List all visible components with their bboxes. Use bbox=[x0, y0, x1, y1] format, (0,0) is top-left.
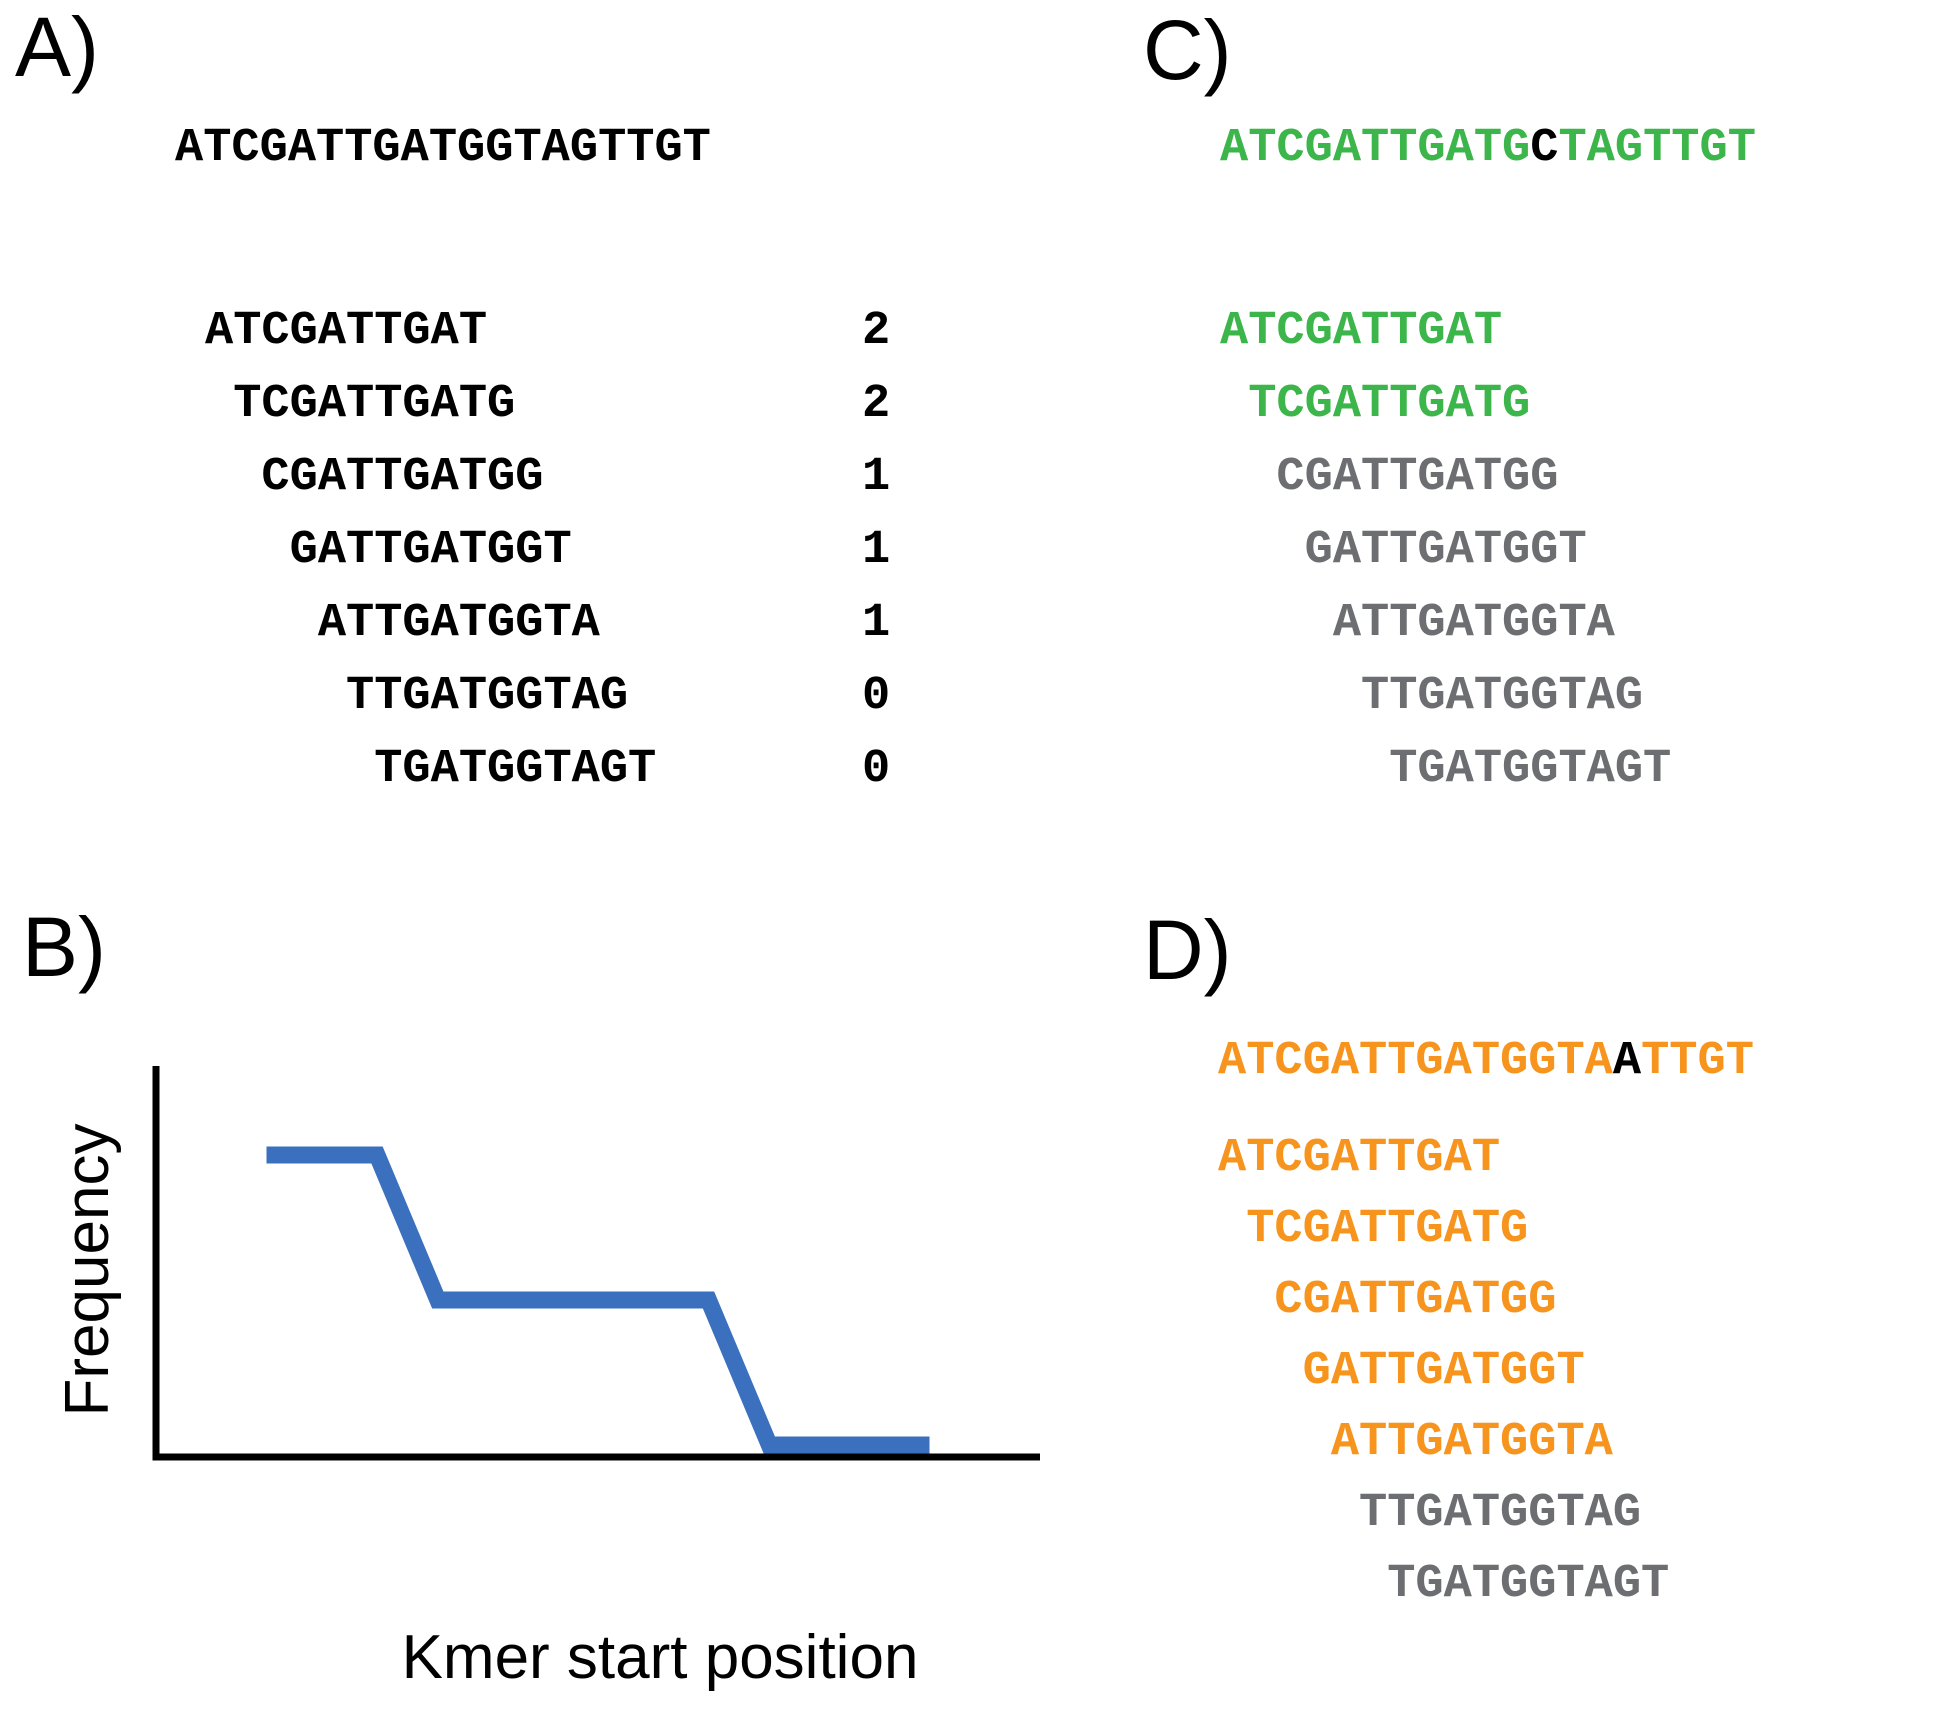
kmer-text: TTGATGGTAG bbox=[346, 670, 629, 723]
kmer-row: TTGATGGTAG 0 bbox=[205, 670, 890, 724]
error-base: C bbox=[1530, 122, 1559, 175]
panel-c-label: C) bbox=[1143, 3, 1232, 97]
kmer-row: ATCGATTGAT bbox=[1218, 1132, 1501, 1185]
kmer-count: 1 bbox=[862, 524, 891, 577]
kmer-text: TGATGGTAGT bbox=[374, 743, 657, 796]
kmer-row: ATTGATGGTA bbox=[1332, 597, 1615, 650]
kmer-row: TCGATTGATG bbox=[1248, 378, 1531, 431]
kmer-row: TTGATGGTAG bbox=[1359, 1487, 1642, 1540]
x-axis-label: Kmer start position bbox=[401, 1623, 919, 1692]
kmer-count: 2 bbox=[862, 305, 891, 358]
kmer-count: 0 bbox=[862, 743, 891, 796]
kmer-count: 2 bbox=[862, 378, 891, 431]
kmer-row: ATTGATGGTA 1 bbox=[205, 597, 890, 651]
kmer-row: ATTGATGGTA bbox=[1330, 1416, 1613, 1469]
frequency-chart bbox=[152, 1066, 1040, 1461]
kmer-text: ATTGATGGTA bbox=[317, 597, 600, 650]
y-axis-label: Frequency bbox=[53, 1123, 122, 1417]
kmer-row: ATCGATTGAT 2 bbox=[205, 305, 890, 359]
panel-a-label: A) bbox=[15, 0, 99, 94]
frequency-line bbox=[266, 1146, 930, 1454]
kmer-text: TCGATTGATG bbox=[233, 378, 516, 431]
panel-c-read-sequence: ATCGATTGATGCTAGTTGT bbox=[1220, 122, 1756, 176]
kmer-row: ATCGATTGAT bbox=[1220, 305, 1503, 358]
error-base: A bbox=[1612, 1035, 1642, 1088]
kmer-row: TGATGGTAGT 0 bbox=[205, 743, 890, 797]
panel-a-read-sequence: ATCGATTGATGGTAGTTGT bbox=[175, 122, 711, 175]
kmer-row: TTGATGGTAG bbox=[1361, 670, 1644, 723]
panel-d-label: D) bbox=[1143, 903, 1232, 997]
kmer-row: TGATGGTAGT bbox=[1389, 743, 1672, 796]
kmer-row: GATTGATGGT bbox=[1302, 1345, 1585, 1398]
kmer-row: TCGATTGATG 2 bbox=[205, 378, 890, 432]
panel-b-label: B) bbox=[22, 900, 106, 994]
kmer-count: 1 bbox=[862, 451, 891, 504]
sequence-prefix: ATCGATTGATGGTA bbox=[1218, 1035, 1613, 1088]
panel-d-read-sequence: ATCGATTGATGGTAATTGT bbox=[1218, 1035, 1754, 1089]
kmer-text: GATTGATGGT bbox=[289, 524, 572, 577]
kmer-row: GATTGATGGT 1 bbox=[205, 524, 891, 578]
sequence-suffix: TTGT bbox=[1641, 1035, 1754, 1088]
kmer-text: ATCGATTGAT bbox=[205, 305, 488, 358]
sequence-prefix: ATCGATTGATG bbox=[1220, 122, 1531, 175]
sequence-suffix: TAGTTGT bbox=[1558, 122, 1756, 175]
kmer-count: 0 bbox=[862, 670, 891, 723]
kmer-text: CGATTGATGG bbox=[261, 451, 544, 504]
kmer-row: CGATTGATGG bbox=[1274, 1274, 1557, 1327]
kmer-row: TGATGGTAGT bbox=[1387, 1558, 1670, 1611]
kmer-row: GATTGATGGT bbox=[1304, 524, 1587, 577]
kmer-count: 1 bbox=[862, 597, 891, 650]
kmer-row: TCGATTGATG bbox=[1246, 1203, 1529, 1256]
kmer-row: CGATTGATGG 1 bbox=[205, 451, 890, 505]
kmer-row: CGATTGATGG bbox=[1276, 451, 1559, 504]
